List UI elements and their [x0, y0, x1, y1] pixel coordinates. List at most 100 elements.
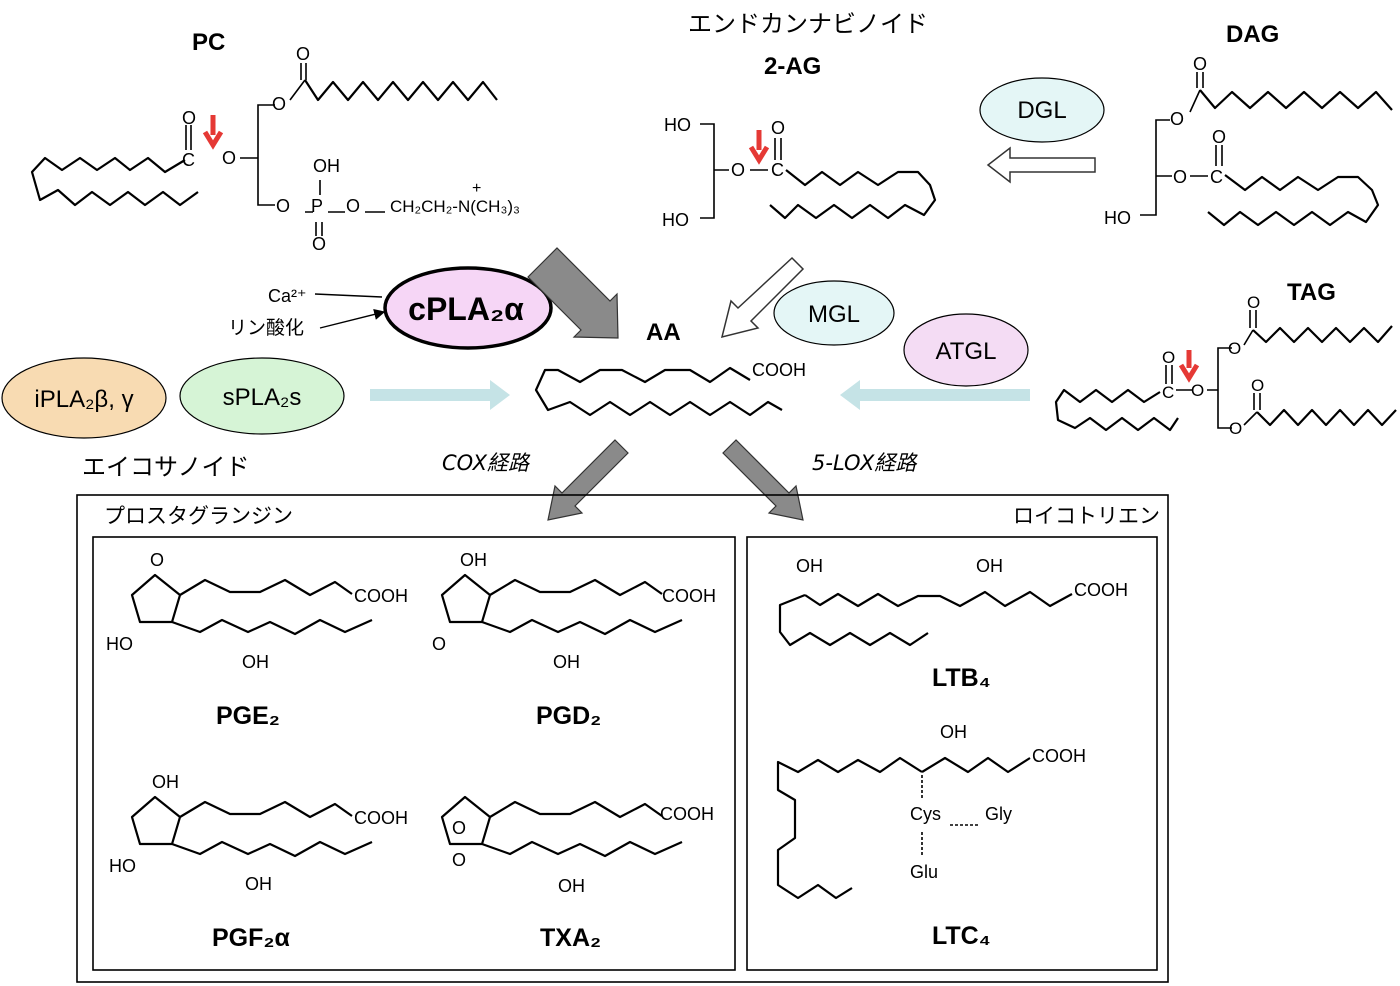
atom-label: OH	[313, 156, 340, 176]
lox-pathway-label: 5-LOX経路	[812, 451, 918, 475]
pc-label: PC	[192, 29, 225, 56]
calcium-label: Ca²⁺	[268, 286, 307, 306]
mgl-bubble	[773, 280, 895, 346]
dag-to-2ag-arrow	[986, 146, 1096, 184]
dag-label: DAG	[1226, 21, 1279, 48]
atom-label: COOH	[354, 808, 408, 828]
atom-label: Gly	[985, 804, 1012, 824]
atom-label: O	[1251, 376, 1264, 395]
atom-label: COOH	[662, 586, 716, 606]
endocannabinoid-label: エンドカンナビノイド	[688, 10, 928, 38]
atom-label: O	[1170, 109, 1184, 129]
atom-label: COOH	[1074, 580, 1128, 600]
ltb4-structure: OH OH COOH LTB₄	[778, 556, 1128, 692]
leukotriene-box	[746, 536, 1158, 971]
atom-label: C	[1162, 383, 1174, 402]
atom-label: O	[182, 108, 196, 128]
atom-label: O	[312, 234, 326, 254]
atom-label: O	[1193, 54, 1207, 74]
cooh-label: COOH	[752, 360, 806, 380]
atom-label: O	[1212, 127, 1226, 147]
cox-pathway-label: COX経路	[442, 451, 531, 475]
atom-label: C	[182, 150, 195, 170]
txa2-structure: OO OH COOH TXA₂	[440, 795, 714, 952]
atom-label: O	[731, 160, 745, 180]
2ag-structure: HO HO O C O	[662, 115, 937, 230]
tag-to-aa-arrow	[840, 380, 1030, 410]
atom-label: COOH	[1032, 746, 1086, 766]
atom-label: HO	[1104, 208, 1131, 228]
prostaglandin-box	[92, 536, 736, 971]
atom-label: COOH	[660, 804, 714, 824]
atom-label: OH	[796, 556, 823, 576]
atom-label: O	[432, 634, 446, 654]
prostaglandin-label: プロスタグランジン	[104, 504, 293, 528]
pgd2-label: PGD₂	[536, 702, 601, 730]
red-cleavage-arrow	[748, 130, 770, 165]
atom-label: Cys	[910, 804, 941, 824]
atom-label: O	[771, 118, 785, 138]
atgl-bubble	[903, 313, 1029, 387]
tag-label: TAG	[1287, 279, 1336, 306]
red-cleavage-arrow	[1178, 350, 1200, 383]
atom-label: O	[1162, 348, 1175, 367]
atom-label: O	[346, 196, 360, 216]
pc-to-aa-arrow	[527, 247, 619, 339]
atom-label: Glu	[910, 862, 938, 882]
atom-label: OH	[460, 550, 487, 570]
pge2-structure: O HO OH COOH PGE₂	[106, 550, 408, 730]
atom-label: HO	[664, 115, 691, 135]
atom-label: OH	[558, 876, 585, 896]
eicosanoid-box	[76, 494, 1169, 983]
atom-label: OH	[976, 556, 1003, 576]
pgd2-structure: OH O OH COOH PGD₂	[432, 550, 716, 730]
ipla2-bubble	[1, 357, 167, 439]
atom-label: O	[1173, 167, 1187, 187]
atom-label: O	[150, 550, 164, 570]
atom-label: OH	[553, 652, 580, 672]
atom-label: HO	[106, 634, 133, 654]
tag-structure: O O O O C O O	[1054, 293, 1397, 438]
atom-label: O	[222, 148, 236, 168]
atom-label: C	[771, 160, 784, 180]
aa-label: AA	[646, 319, 681, 346]
atom-label: O	[272, 94, 286, 114]
atom-label: OH	[242, 652, 269, 672]
pc-structure: O O O C O OH O P O O CH₂CH₂-N(CH₃)₃ +	[30, 44, 520, 254]
atom-label: O	[452, 850, 466, 870]
aa-structure: COOH	[534, 360, 806, 417]
atom-label: O	[1229, 419, 1242, 438]
txa2-label: TXA₂	[540, 924, 601, 952]
charge-label: +	[472, 180, 481, 197]
cox-arrow	[547, 439, 629, 521]
ltc4-label: LTC₄	[932, 922, 991, 950]
atom-label: O	[276, 196, 290, 216]
atom-label: O	[296, 44, 310, 64]
dgl-bubble	[979, 77, 1105, 143]
mgl-label: MGL	[808, 301, 860, 328]
atom-label: HO	[662, 210, 689, 230]
atom-label: P	[311, 196, 323, 216]
regulation-arrows	[314, 293, 384, 329]
atom-label: O	[1247, 293, 1260, 312]
atgl-label: ATGL	[936, 338, 997, 365]
pge2-label: PGE₂	[216, 702, 280, 730]
ipla2-label: iPLA₂β, γ	[34, 386, 133, 413]
dgl-label: DGL	[1017, 97, 1066, 124]
lox-arrow	[722, 439, 804, 521]
atom-label: COOH	[354, 586, 408, 606]
choline-group-label: CH₂CH₂-N(CH₃)₃	[390, 197, 520, 216]
2ag-to-aa-arrow	[720, 256, 805, 339]
atom-label: OH	[245, 874, 272, 894]
ltc4-structure: OH COOH Cys Gly Glu LTC₄	[776, 722, 1086, 950]
pgf2a-label: PGF₂α	[212, 924, 291, 952]
atom-label: O	[1228, 339, 1241, 358]
spla2-label: sPLA₂s	[223, 384, 302, 411]
red-cleavage-arrow	[202, 115, 224, 150]
atom-label: OH	[940, 722, 967, 742]
2ag-label: 2-AG	[764, 53, 821, 80]
phosphorylation-label: リン酸化	[228, 317, 304, 339]
atom-label: O	[452, 818, 466, 838]
